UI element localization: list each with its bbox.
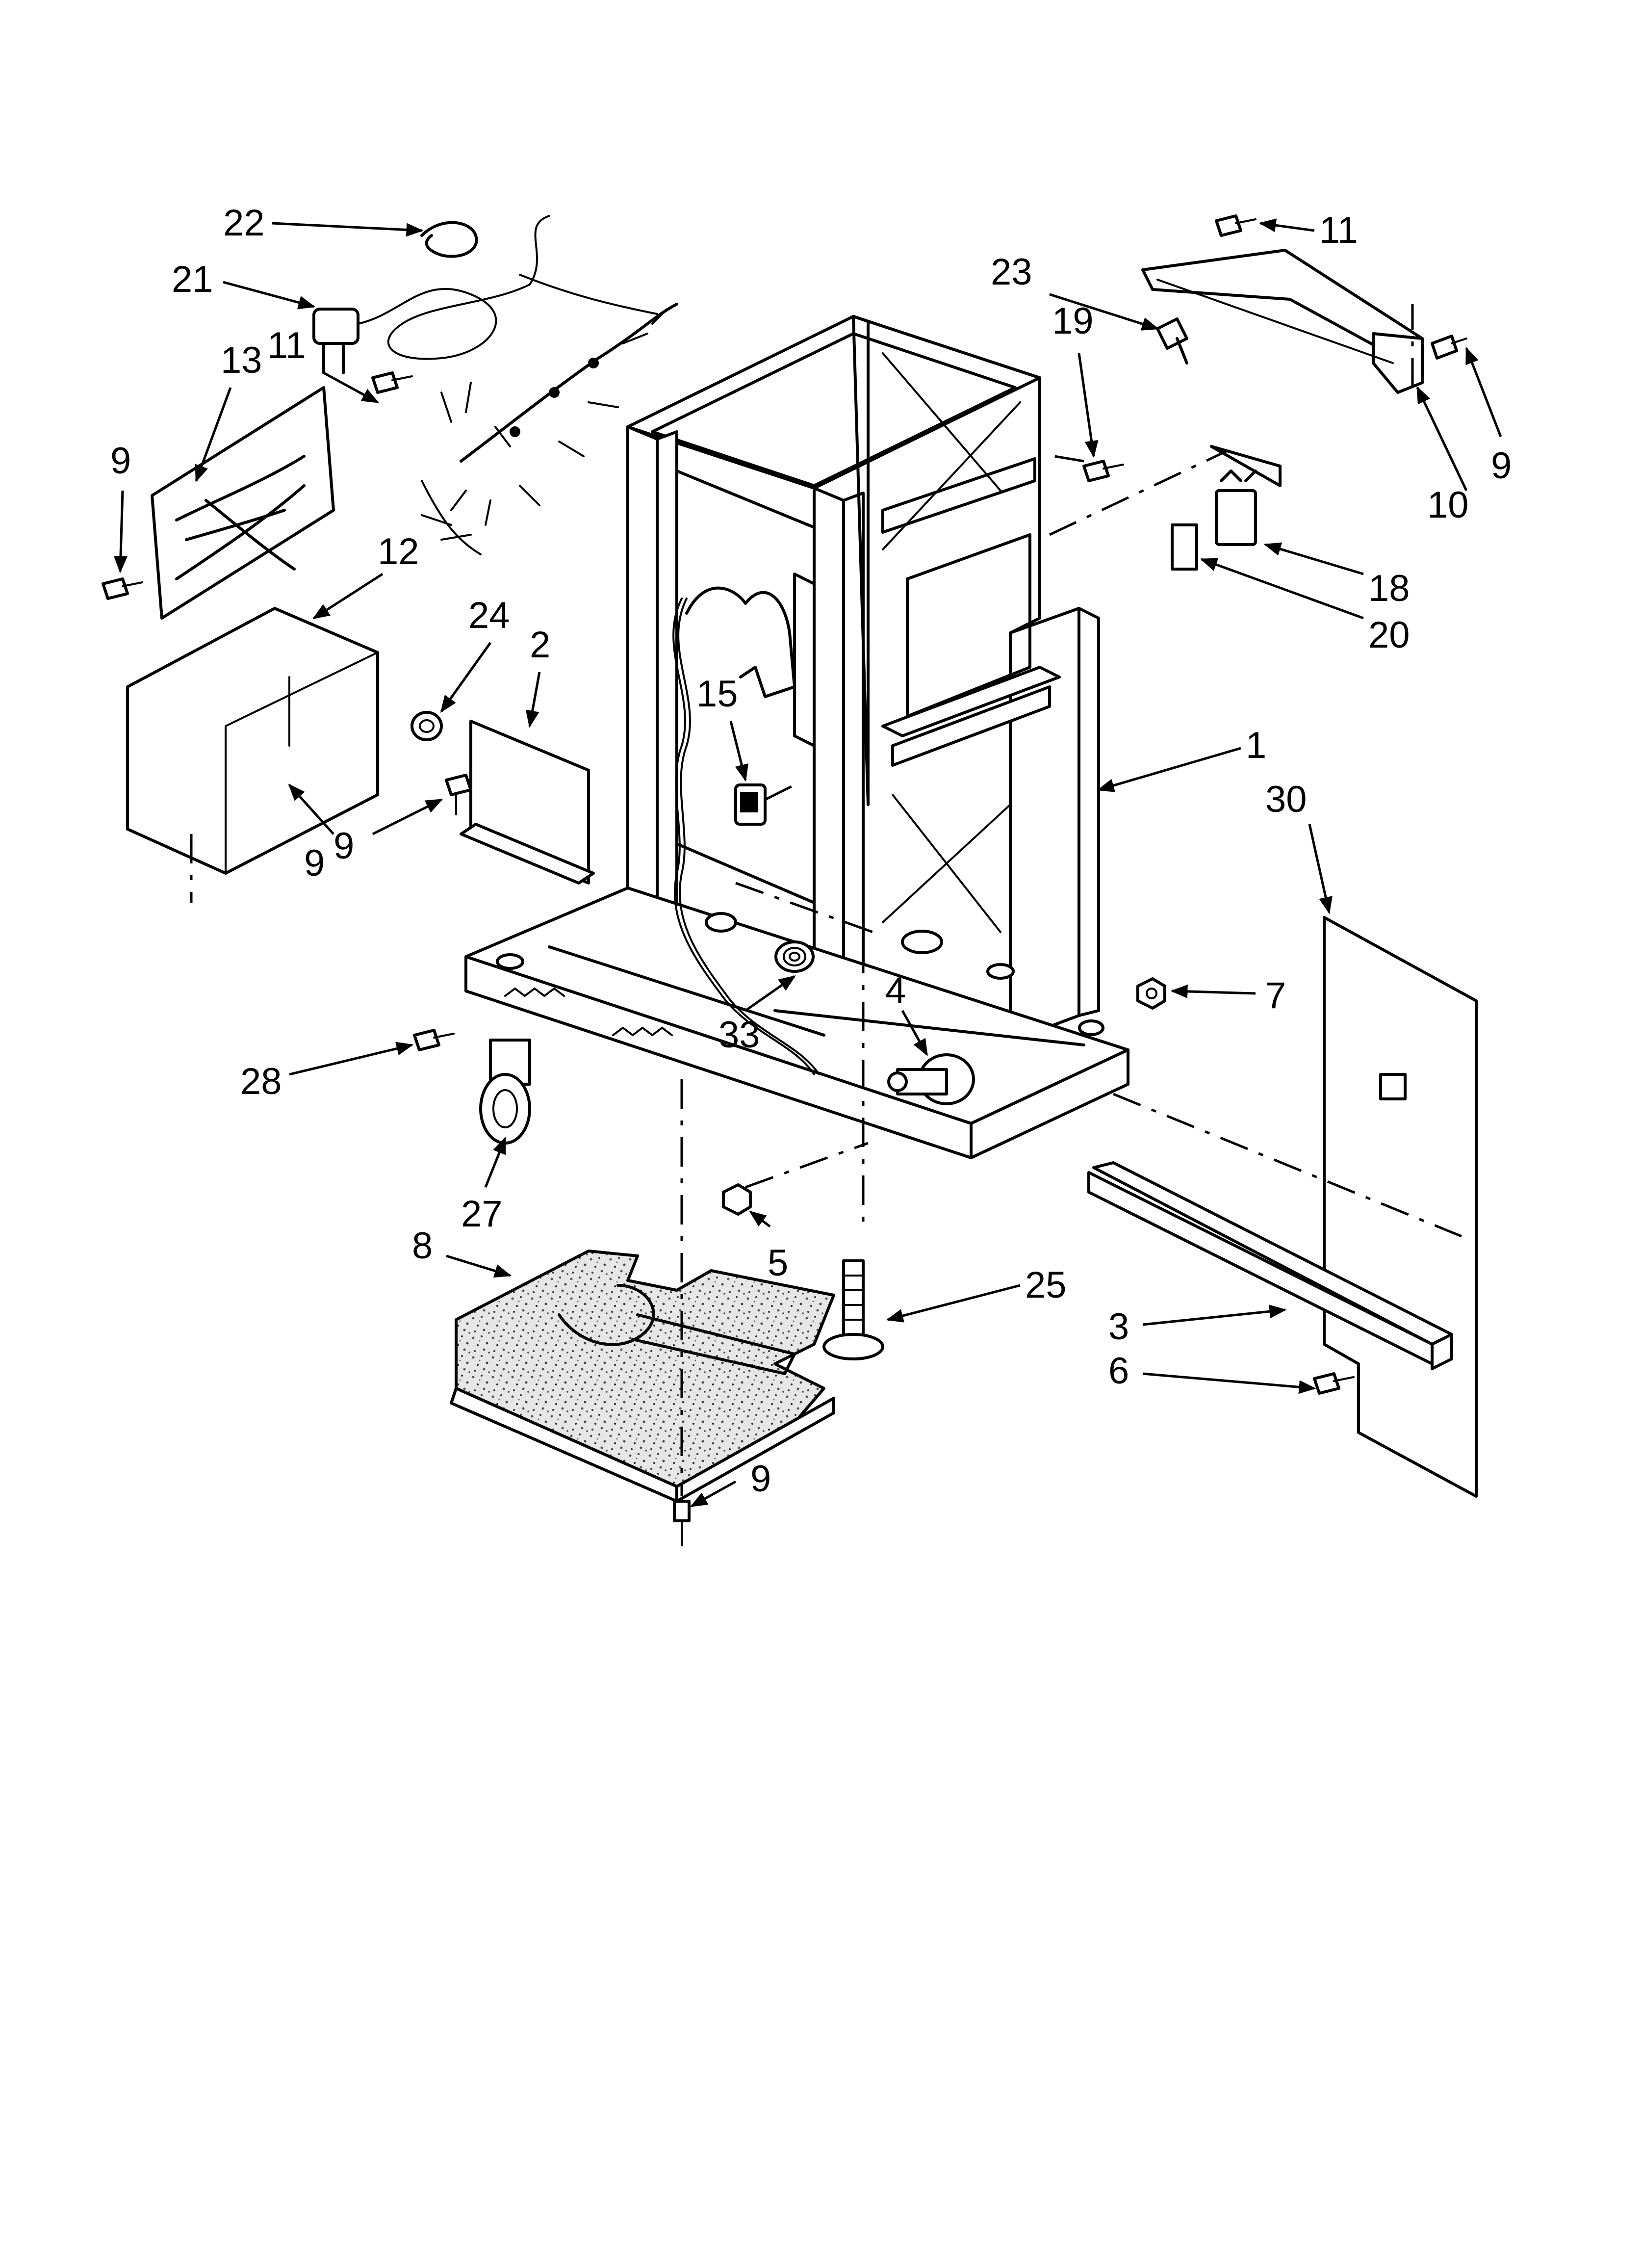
callout-28: 28 xyxy=(240,1061,282,1102)
callout-1: 1 xyxy=(1246,725,1266,766)
callout-19: 19 xyxy=(1052,300,1094,342)
part-21-power-cord xyxy=(312,215,658,374)
callout-2: 2 xyxy=(530,624,550,666)
cabinet-frame xyxy=(464,315,1129,1159)
callout-3: 3 xyxy=(1108,1306,1129,1348)
part-2-shield xyxy=(460,720,595,885)
callout-27: 27 xyxy=(461,1193,503,1235)
part-11-screw-b xyxy=(1215,214,1257,237)
part-27-caster xyxy=(479,1039,531,1145)
callout-7: 7 xyxy=(1265,975,1286,1017)
callout-8: 8 xyxy=(412,1225,433,1267)
part-24-grommet xyxy=(410,711,443,741)
part-33-bumper xyxy=(774,940,815,973)
part-9-screw-a xyxy=(102,577,143,600)
part-18-switch xyxy=(1210,445,1282,546)
wiring-harness xyxy=(421,303,678,555)
callout-9: 9 xyxy=(110,440,131,482)
callout-4: 4 xyxy=(885,970,906,1012)
callout-20: 20 xyxy=(1368,614,1410,656)
part-4-actuator xyxy=(887,1053,975,1105)
callout-24: 24 xyxy=(468,595,510,636)
part-10-bracket xyxy=(1141,249,1424,394)
callout-25: 25 xyxy=(1025,1264,1067,1306)
callout-9: 9 xyxy=(750,1458,771,1500)
part-9-screw-c xyxy=(445,774,472,815)
part-22-clip xyxy=(420,221,478,258)
callout-13: 13 xyxy=(221,339,262,381)
callout-10: 10 xyxy=(1427,484,1469,526)
callout-33: 33 xyxy=(718,1014,760,1056)
callout-9: 9 xyxy=(1491,445,1512,487)
part-11-screw-a xyxy=(371,371,413,394)
part-30-rear-panel xyxy=(1323,916,1478,1498)
callout-labels: 22 21 13 11 9 12 24 2 9 9 15 23 19 11 9 … xyxy=(110,202,1512,1500)
leader-arrows xyxy=(113,218,1502,1508)
part-19-screw xyxy=(1082,460,1124,482)
callout-9: 9 xyxy=(304,842,325,884)
part-23-fastener xyxy=(1156,317,1188,365)
callout-12: 12 xyxy=(378,531,419,573)
callout-18: 18 xyxy=(1368,568,1410,609)
callout-9: 9 xyxy=(334,825,354,867)
part-15-switch xyxy=(734,783,767,826)
callout-11: 11 xyxy=(1319,209,1358,251)
callout-22: 22 xyxy=(223,202,265,244)
callout-23: 23 xyxy=(991,251,1032,293)
part-3-rail xyxy=(1087,1161,1453,1370)
callout-30: 30 xyxy=(1265,779,1307,820)
callout-6: 6 xyxy=(1108,1350,1129,1392)
part-12-panel xyxy=(126,607,379,875)
part-9-screw-d xyxy=(1431,335,1467,360)
part-20-bracket xyxy=(1171,523,1198,571)
part-25-leveling-leg xyxy=(822,1259,884,1360)
part-6-screw xyxy=(1313,1372,1355,1395)
callout-11: 11 xyxy=(267,325,306,366)
part-5-nut xyxy=(722,1183,752,1216)
part-8-base-pad xyxy=(450,1250,835,1503)
part-13-back-panel xyxy=(151,386,335,620)
part-28-screw xyxy=(413,1029,455,1051)
callout-5: 5 xyxy=(768,1242,788,1284)
part-7-nut xyxy=(1136,977,1166,1010)
callout-15: 15 xyxy=(696,673,738,715)
part-9-screw-e xyxy=(673,1500,691,1546)
assembly-lines xyxy=(190,304,1462,1496)
callout-21: 21 xyxy=(172,259,213,300)
